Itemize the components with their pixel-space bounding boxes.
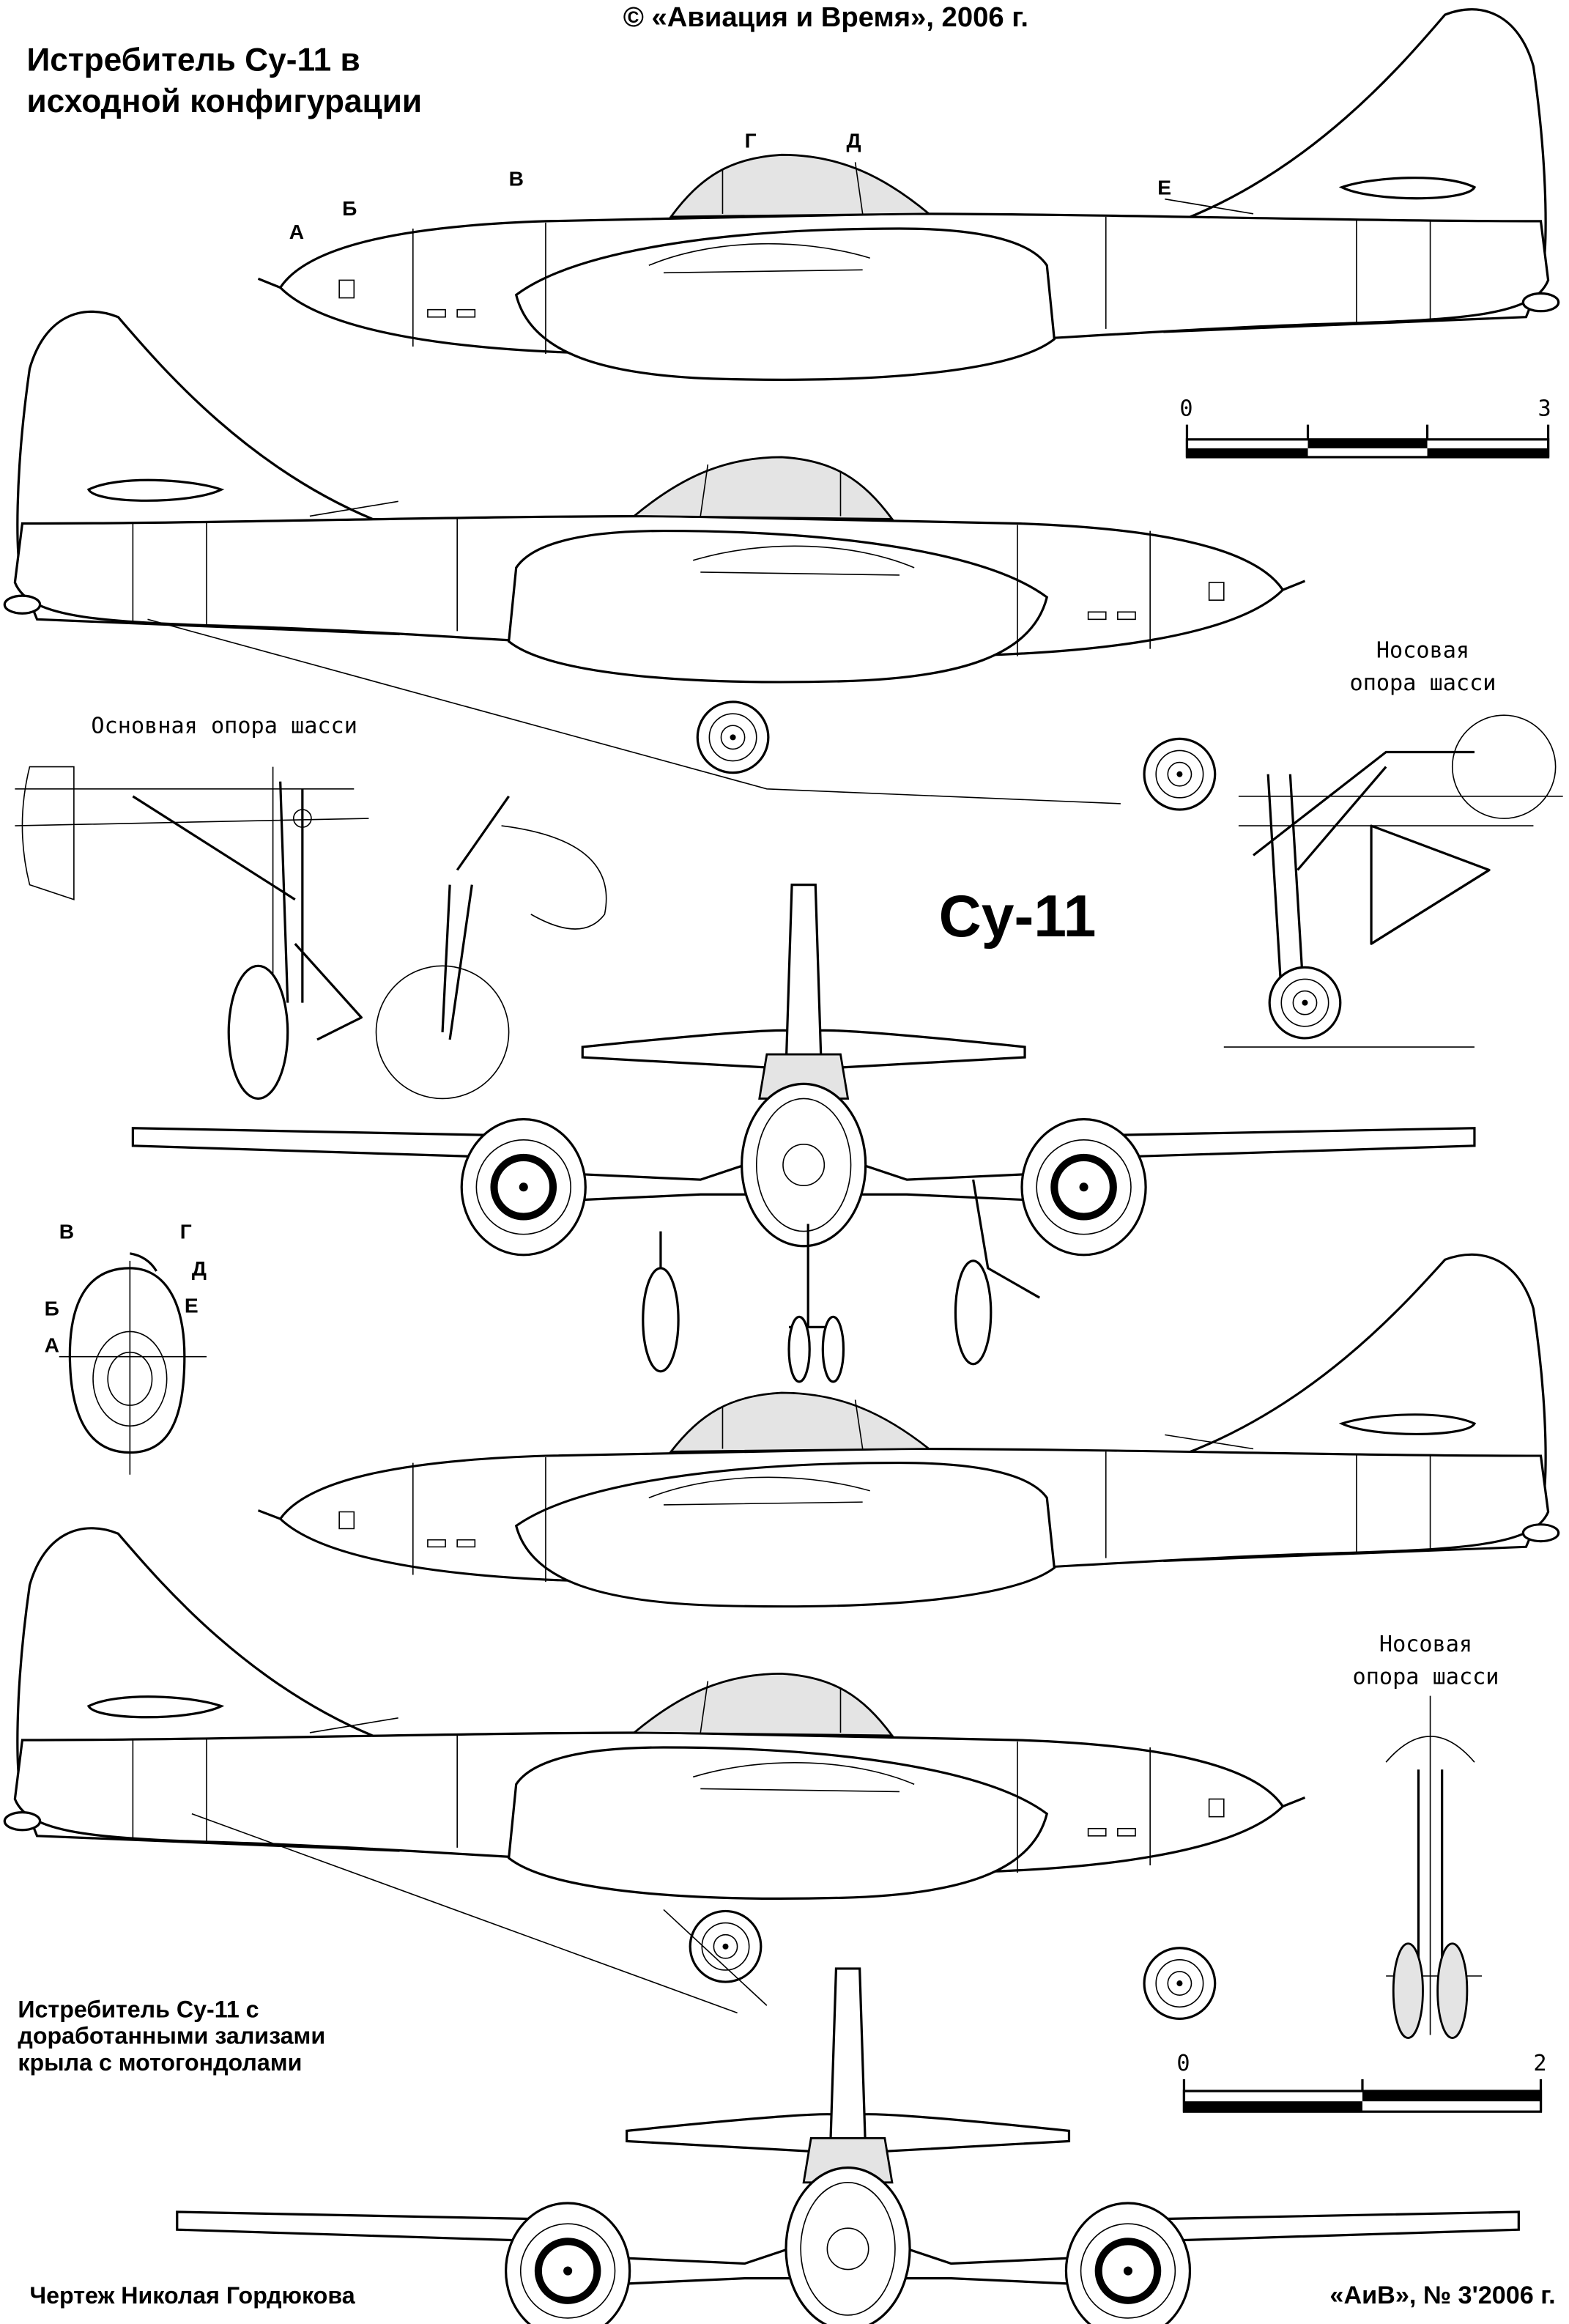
- nose-gear-label-1: Носовая: [1376, 638, 1469, 664]
- front-view-modified: [177, 1969, 1519, 2324]
- author-credit: Чертеж Николая Гордюкова: [30, 2282, 356, 2309]
- side-view-modified-left: [256, 1253, 1560, 1608]
- nose-gear-detail: [1223, 714, 1563, 1048]
- nose-gear-label-bottom-1: Носовая: [1379, 1632, 1472, 1657]
- scale-bar-top: [1185, 424, 1550, 459]
- main-gear-detail: [15, 766, 607, 1100]
- title-modified-line2: доработанными зализами: [18, 2023, 325, 2049]
- main-wheel-icon-2: [689, 1909, 763, 1983]
- section-mark-b: Б: [342, 196, 357, 220]
- main-wheel-icon: [696, 700, 770, 774]
- scale-bar-bottom: [1182, 2079, 1543, 2113]
- nose-gear-front-detail: [1385, 1695, 1483, 2039]
- section-label-g: Г: [180, 1220, 192, 1243]
- section-mark-a: А: [289, 220, 304, 243]
- section-diagram: [59, 1252, 207, 1475]
- title-modified-line1: Истребитель Су-11 с: [18, 1996, 259, 2022]
- title-original-line2: исходной конфигурации: [26, 84, 422, 119]
- copyright-text: © «Авиация и Время», 2006 г.: [623, 1, 1028, 33]
- side-view-original-left: [256, 8, 1560, 381]
- section-mark-g: Г: [745, 128, 757, 152]
- title-original-line1: Истребитель Су-11 в: [26, 42, 360, 78]
- front-view-original: [133, 885, 1475, 1255]
- section-mark-e: Е: [1157, 176, 1171, 199]
- nose-wheel-icon-2: [1143, 1947, 1217, 2020]
- nose-wheel-icon: [1143, 737, 1217, 811]
- section-label-d: Д: [192, 1257, 207, 1280]
- section-mark-d: Д: [847, 128, 861, 152]
- scale-top-start: 0: [1179, 396, 1192, 422]
- section-mark-v: В: [509, 167, 524, 190]
- section-label-v: В: [59, 1220, 74, 1243]
- section-label-b: Б: [45, 1296, 59, 1320]
- scale-top-end: 3: [1538, 396, 1551, 422]
- issue-credit: «АиВ», № 3'2006 г.: [1329, 2282, 1555, 2309]
- scale-bottom-end: 2: [1533, 2051, 1546, 2076]
- nose-gear-label-2: опора шасси: [1350, 670, 1496, 696]
- scale-bottom-start: 0: [1176, 2051, 1190, 2076]
- nose-gear-label-bottom-2: опора шасси: [1353, 1664, 1499, 1690]
- section-label-a: А: [45, 1333, 59, 1357]
- main-gear-label: Основная опора шасси: [91, 713, 357, 739]
- aircraft-name: Су-11: [939, 884, 1097, 950]
- section-label-e: Е: [185, 1293, 199, 1317]
- title-modified-line3: крыла с мотогондолами: [18, 2049, 302, 2076]
